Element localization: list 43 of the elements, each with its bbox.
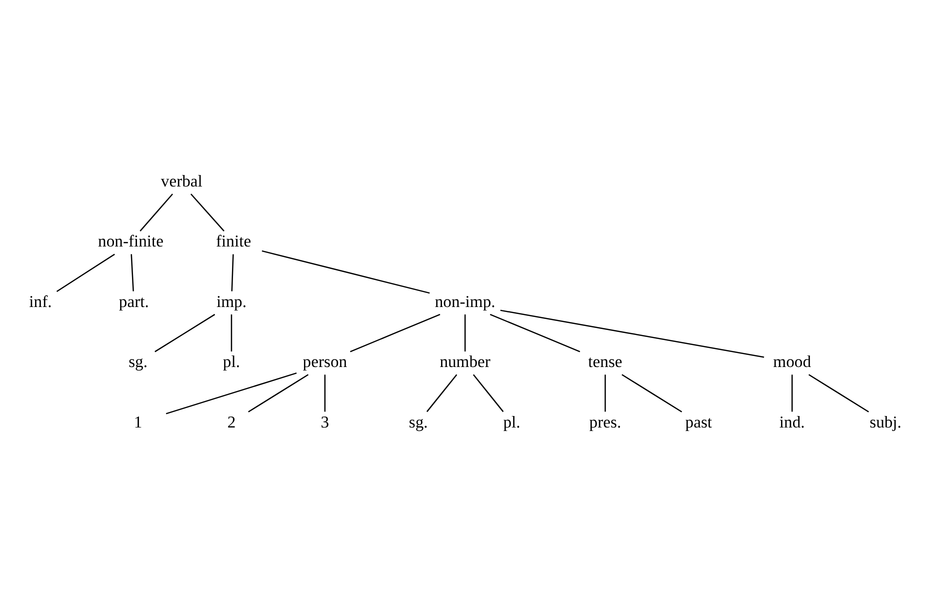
node-text: 3	[320, 412, 330, 431]
connector	[464, 314, 466, 351]
node-text: non-finite	[98, 231, 164, 250]
node-text: imp.	[216, 291, 246, 310]
connector	[490, 313, 580, 352]
node-text: 1	[134, 412, 142, 431]
node-text: pres.	[589, 412, 622, 431]
node-text: finite	[216, 231, 252, 250]
node-text: sg.	[408, 412, 428, 431]
connector	[231, 254, 234, 291]
connector	[500, 309, 764, 358]
node-text: pl.	[222, 352, 240, 371]
connector	[324, 374, 326, 412]
connector	[791, 374, 793, 412]
connector	[190, 193, 224, 231]
connector	[230, 314, 232, 351]
node-text: ind.	[779, 412, 805, 431]
connector	[350, 313, 440, 352]
connector	[154, 313, 216, 352]
node-text: inf.	[29, 291, 52, 310]
node-text: number	[440, 352, 490, 371]
node-text: tense	[588, 352, 622, 371]
node-text: 2	[227, 412, 236, 431]
connector	[604, 374, 606, 412]
connector	[166, 372, 297, 414]
connector	[808, 374, 869, 412]
connector	[262, 250, 430, 294]
node-text: pl.	[503, 412, 520, 431]
node-text: non-imp.	[434, 291, 496, 310]
connector	[140, 193, 174, 231]
connector	[56, 253, 115, 292]
node-text: part.	[118, 291, 149, 310]
connector	[622, 374, 682, 412]
node-text: subj.	[870, 412, 902, 431]
node-text: past	[685, 412, 712, 431]
connector	[426, 374, 458, 412]
node-text: verbal	[160, 171, 202, 190]
node-text: sg.	[128, 352, 148, 371]
connector	[130, 254, 134, 291]
node-text: person	[302, 352, 348, 371]
node-text: mood	[773, 352, 812, 371]
connector	[248, 374, 309, 412]
connector	[472, 374, 504, 412]
